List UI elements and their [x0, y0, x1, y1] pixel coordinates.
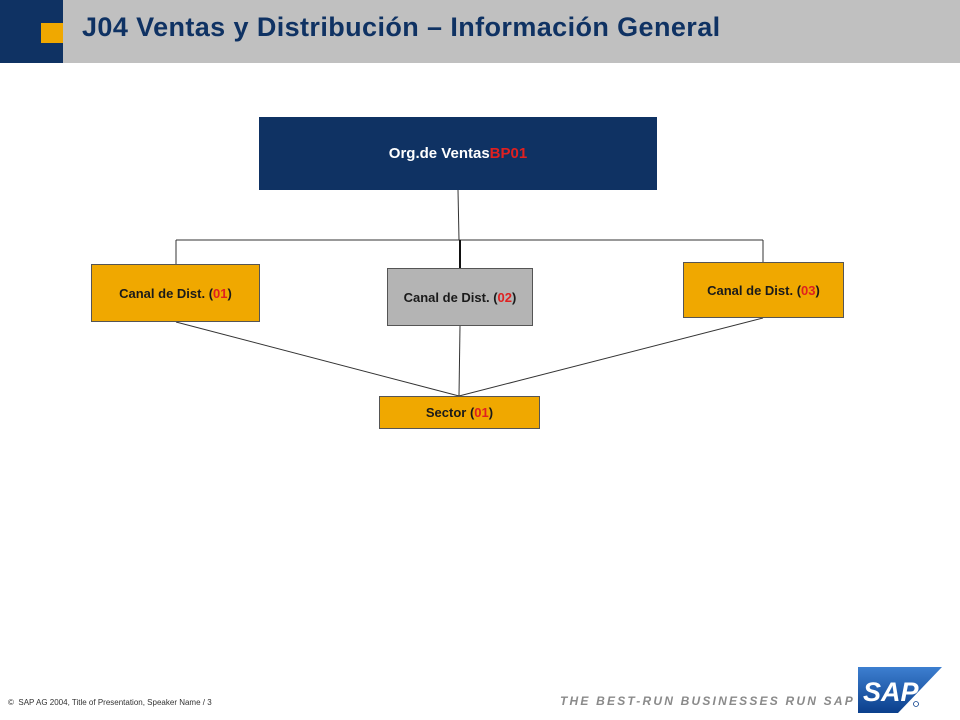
- title-bar: J04 Ventas y Distribución – Información …: [0, 0, 960, 63]
- node-channel-01: Canal de Dist. (01): [91, 264, 260, 322]
- node-channel-02-suffix: ): [512, 289, 517, 305]
- node-sales-org-code: BP01: [489, 145, 528, 162]
- node-channel-03: Canal de Dist. (03): [683, 262, 844, 318]
- node-channel-01-suffix: ): [227, 285, 232, 301]
- node-sector-01: Sector (01): [379, 396, 540, 429]
- copyright-icon: ©: [8, 698, 14, 707]
- node-channel-02-code: 02: [497, 289, 513, 305]
- header-accent-square: [41, 23, 63, 43]
- connector-channel-2-to-sector: [458, 325, 461, 397]
- node-channel-01-code: 01: [213, 285, 228, 301]
- footer-copyright-text: SAP AG 2004, Title of Presentation, Spea…: [18, 698, 212, 707]
- sap-logo-icon: SAP: [858, 667, 942, 713]
- footer-tagline: THE BEST-RUN BUSINESSES RUN SAP: [560, 694, 855, 708]
- connector-root-to-bus: [457, 189, 460, 241]
- registered-mark-icon: [913, 701, 919, 707]
- node-channel-02: Canal de Dist. (02): [387, 268, 533, 326]
- node-sales-org: Org.de Ventas BP01: [259, 117, 657, 190]
- sap-logo-text: SAP: [863, 677, 920, 707]
- page-title: J04 Ventas y Distribución – Información …: [82, 12, 721, 42]
- node-channel-01-label: Canal de Dist. (: [119, 285, 214, 301]
- node-channel-03-label: Canal de Dist. (: [707, 282, 802, 298]
- node-channel-02-label: Canal de Dist. (: [403, 289, 498, 305]
- node-sales-org-label: Org.de Ventas: [388, 145, 490, 162]
- connector-channel-1-to-sector: [175, 321, 460, 397]
- footer-copyright: © SAP AG 2004, Title of Presentation, Sp…: [8, 698, 212, 707]
- node-sector-suffix: ): [488, 405, 494, 420]
- node-channel-03-suffix: ): [815, 282, 820, 298]
- node-sector-code: 01: [474, 405, 489, 420]
- connector-channel-3-to-sector: [458, 317, 764, 397]
- node-channel-03-code: 03: [801, 282, 816, 298]
- node-sector-label: Sector (: [425, 405, 475, 420]
